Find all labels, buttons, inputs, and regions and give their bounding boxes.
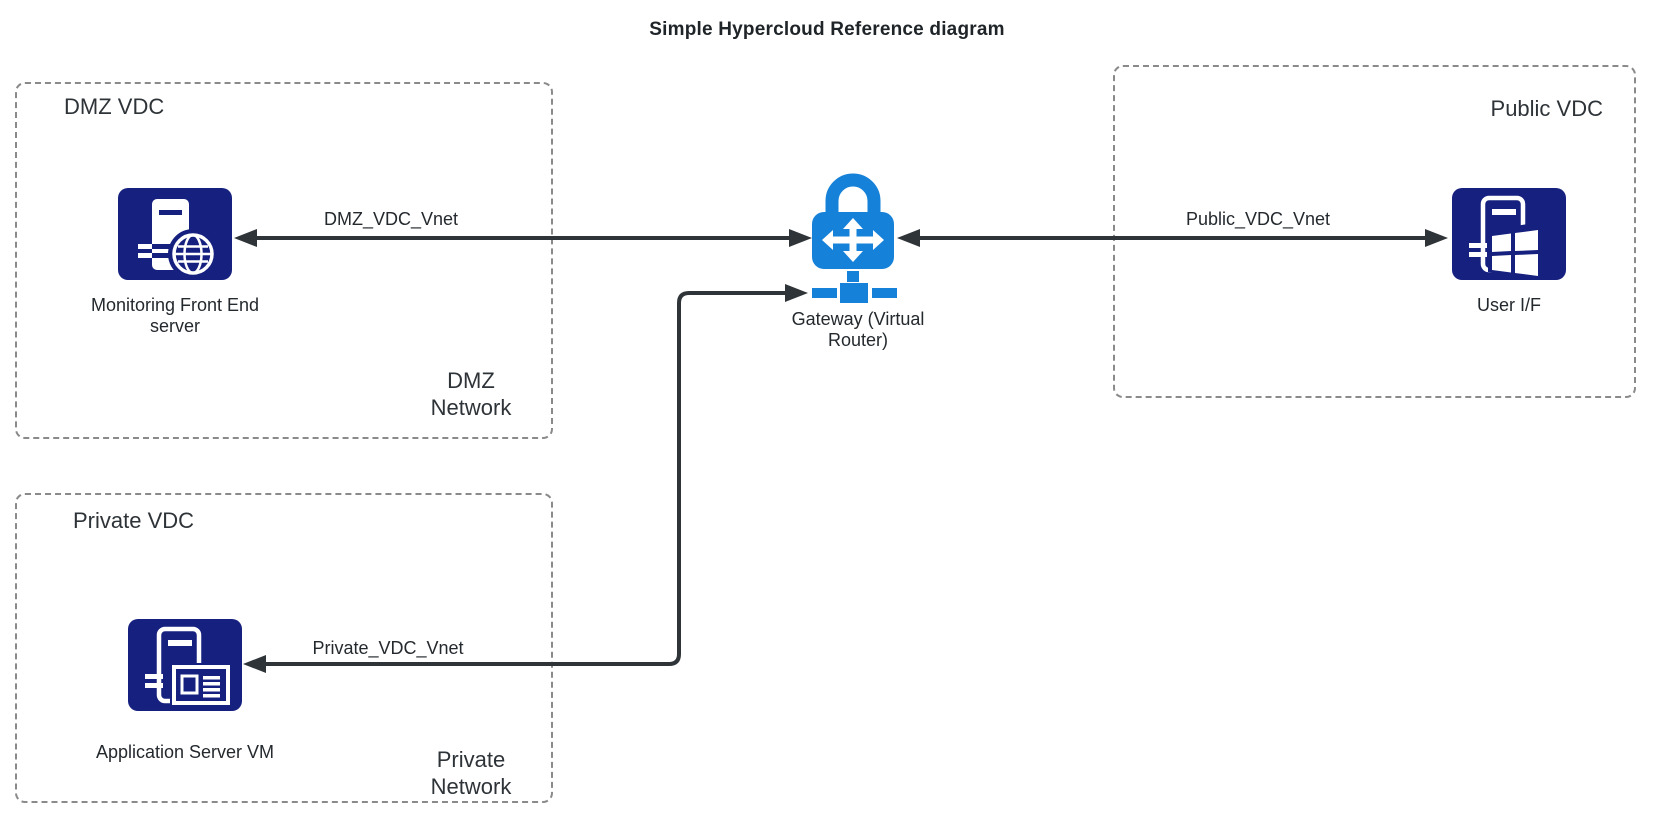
node-label-gateway: Gateway (Virtual Router) bbox=[791, 309, 925, 350]
edge-label-private-vnet: Private_VDC_Vnet bbox=[312, 638, 464, 658]
network-label-dmz: DMZ Network bbox=[430, 368, 512, 420]
zone-dmz-vdc bbox=[15, 82, 553, 439]
zone-public-vdc bbox=[1113, 65, 1636, 398]
node-label-monitoring: Monitoring Front End server bbox=[90, 295, 260, 336]
edge-label-dmz-vnet: DMZ_VDC_Vnet bbox=[323, 209, 459, 229]
zone-label-private: Private VDC bbox=[73, 508, 195, 533]
connector-private-vnet bbox=[243, 284, 808, 673]
server-windows-icon bbox=[1452, 188, 1566, 280]
diagram-title: Simple Hypercloud Reference diagram bbox=[649, 19, 1005, 40]
zone-private-vdc bbox=[15, 493, 553, 803]
node-label-user-if: User I/F bbox=[1476, 295, 1541, 315]
connector-dmz-vnet bbox=[234, 229, 812, 247]
server-vm-icon bbox=[128, 619, 242, 711]
zone-label-dmz: DMZ VDC bbox=[64, 94, 165, 119]
gateway-lock-router-icon bbox=[812, 173, 897, 303]
network-label-private: Private Network bbox=[430, 747, 512, 799]
node-label-app-server: Application Server VM bbox=[95, 742, 275, 762]
edge-label-public-vnet: Public_VDC_Vnet bbox=[1185, 209, 1331, 229]
server-globe-icon bbox=[118, 188, 232, 280]
connector-public-vnet bbox=[897, 229, 1448, 247]
zone-label-public: Public VDC bbox=[1490, 96, 1603, 121]
